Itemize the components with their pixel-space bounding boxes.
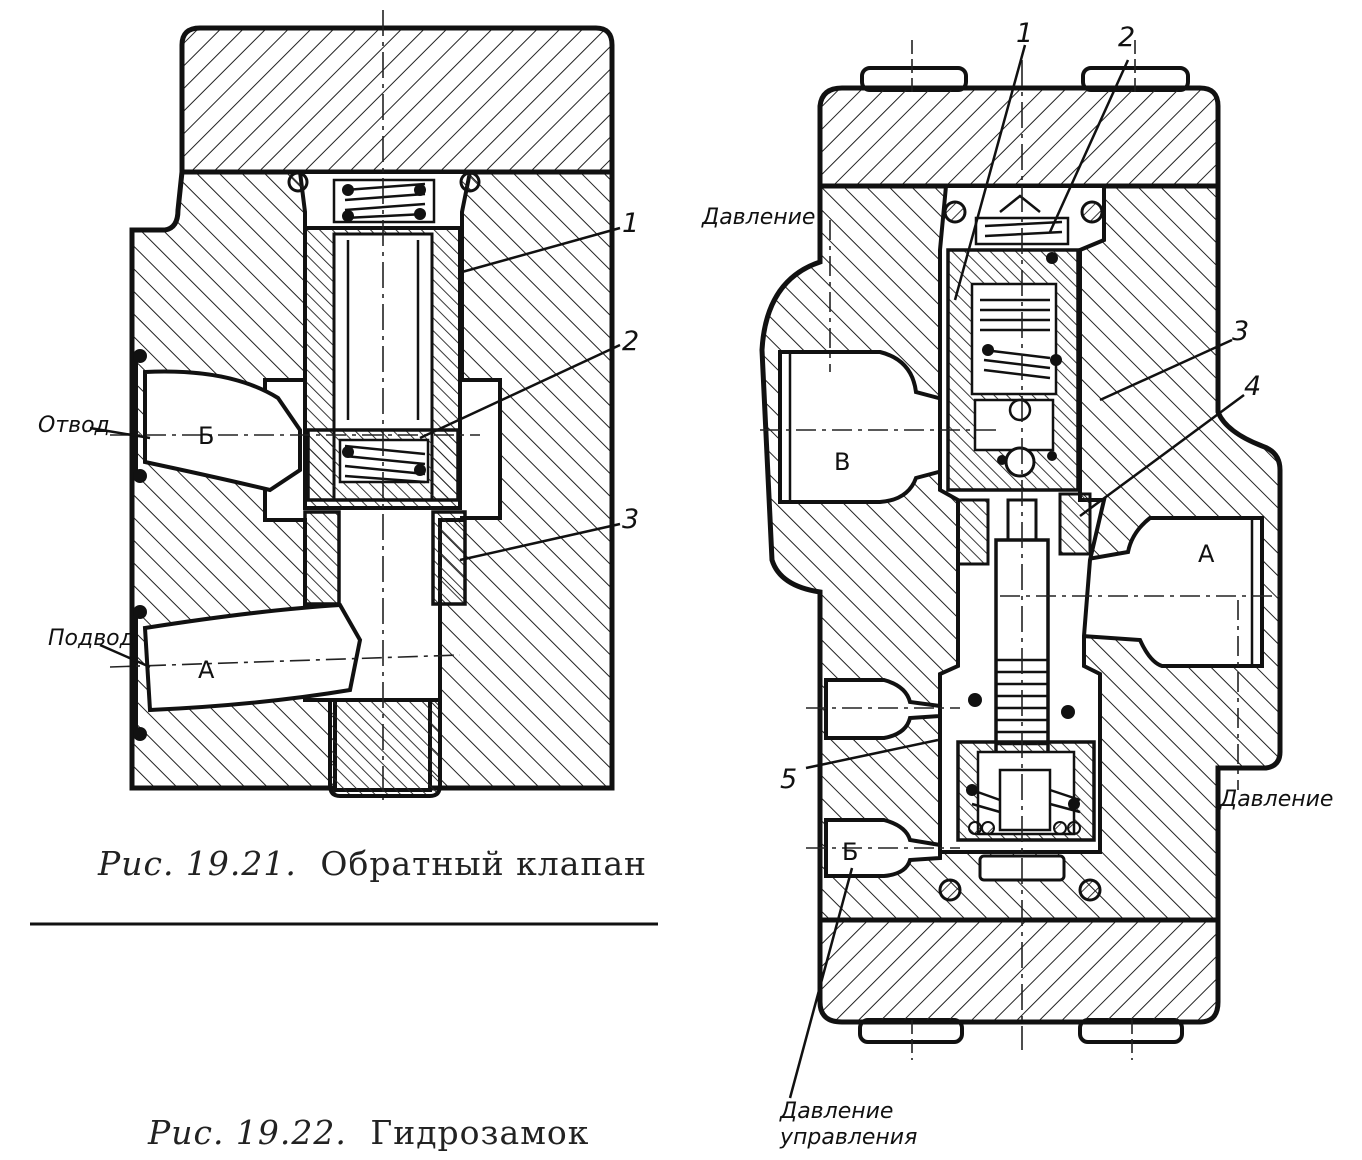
pressure-label-right: Давление xyxy=(1219,787,1333,812)
port-b-left: Б xyxy=(198,422,214,450)
caption-fig-19-21: Рис. 19.21. Обратный клапан xyxy=(97,844,647,883)
port-b-right: Б xyxy=(842,838,858,866)
valve-seat-right xyxy=(431,510,467,606)
left-callout-3: 3 xyxy=(622,504,639,535)
outlet-label: Отвод xyxy=(38,413,110,438)
pressure-label-top: Давление xyxy=(701,205,815,230)
control-pressure-label-line1: Давление xyxy=(779,1099,893,1124)
right-callout-3: 3 xyxy=(1232,316,1249,347)
control-pressure-label-line2: управления xyxy=(779,1125,917,1150)
check-ball xyxy=(1004,446,1036,478)
check-valve-cover xyxy=(179,25,615,175)
right-callout-5: 5 xyxy=(780,764,797,795)
bottom-plug xyxy=(328,698,442,798)
caption-fig-19-22-title: Гидрозамок xyxy=(370,1113,589,1152)
inlet-channel xyxy=(142,602,363,713)
lock-bottom-cover xyxy=(817,917,1221,1025)
caption-fig-19-21-number: Рис. 19.21. xyxy=(97,844,297,883)
right-callout-2: 2 xyxy=(1118,22,1135,53)
caption-fig-19-21-title: Обратный клапан xyxy=(320,844,647,883)
right-callout-4: 4 xyxy=(1244,371,1261,402)
caption-fig-19-22: Рис. 19.22. Гидрозамок xyxy=(147,1113,589,1152)
port-v: В xyxy=(834,448,850,476)
hydraulic-lock-drawing xyxy=(759,40,1283,1099)
lock-top-cover xyxy=(817,85,1221,189)
outlet-channel xyxy=(143,369,302,493)
inlet-label: Подвод xyxy=(48,626,135,651)
port-a-left: А xyxy=(198,656,215,684)
valve-seat-left xyxy=(303,510,341,606)
left-callout-1: 1 xyxy=(622,208,639,239)
check-valve-drawing xyxy=(89,10,621,800)
caption-fig-19-22-number: Рис. 19.22. xyxy=(147,1113,347,1152)
left-callout-2: 2 xyxy=(622,326,639,357)
right-callout-1: 1 xyxy=(1016,18,1033,49)
port-a-right: А xyxy=(1198,540,1215,568)
